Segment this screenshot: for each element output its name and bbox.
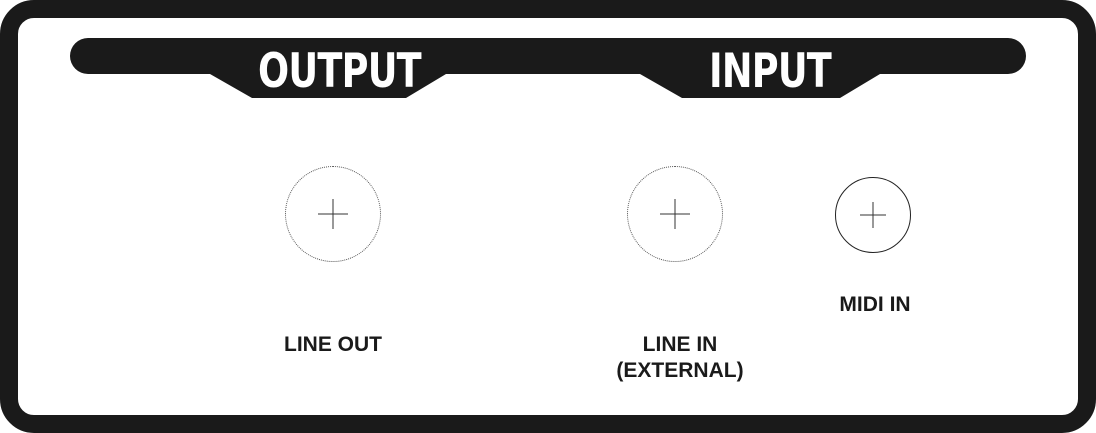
output-section-title: OUTPUT (258, 44, 422, 99)
line-in-jack[interactable] (627, 166, 723, 262)
line-out-label: LINE OUT (284, 333, 382, 356)
line-in-label: LINE IN (EXTERNAL) (580, 332, 780, 384)
line-out-jack[interactable] (285, 166, 381, 262)
line-in-label-line1: LINE IN (642, 333, 718, 356)
jack-connector-icon-vertical (332, 199, 334, 229)
jack-connector-icon-vertical (674, 199, 676, 229)
line-in-label-line2: (EXTERNAL) (616, 359, 744, 382)
midi-in-jack[interactable] (835, 177, 911, 253)
midi-connector-icon-vertical (872, 202, 874, 228)
midi-in-label: MIDI IN (839, 293, 911, 316)
input-section-title: INPUT (708, 44, 832, 99)
